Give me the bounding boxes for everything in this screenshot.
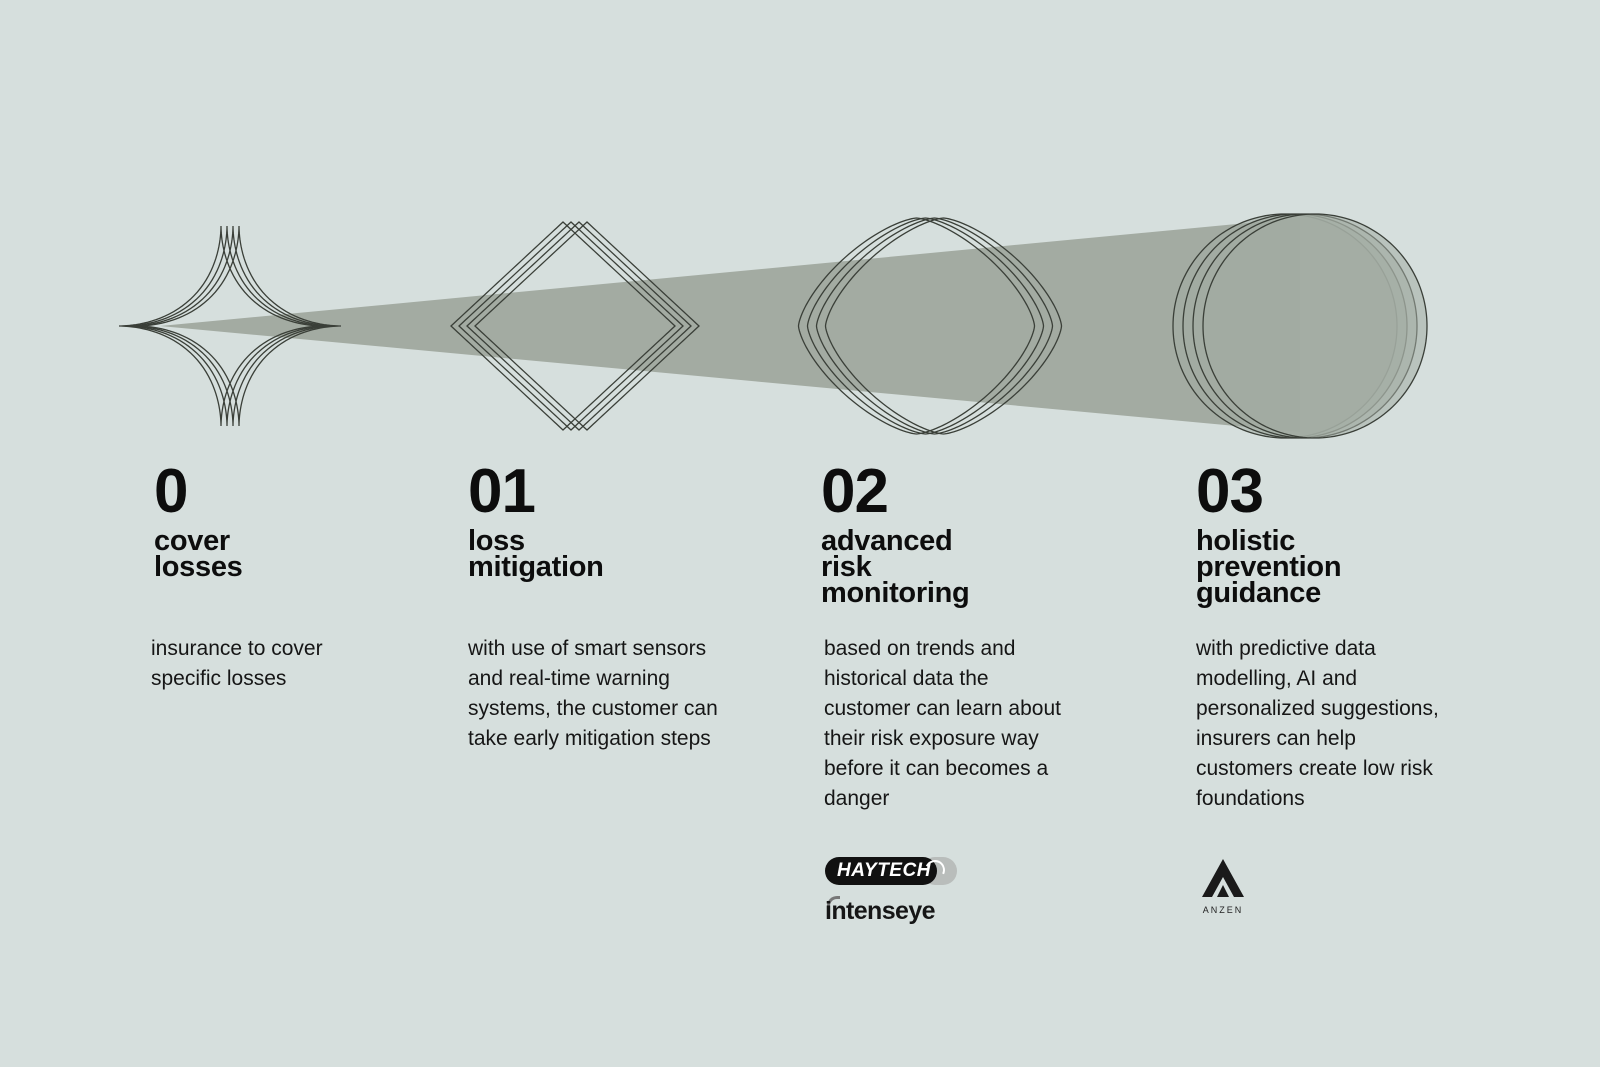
stage-01: 01 loss mitigation with use of smart sen… (468, 457, 768, 754)
haytech-wordmark: HAYTECH (825, 857, 937, 885)
anzen-wordmark: ANZEN (1202, 905, 1244, 915)
anzen-logo: ANZEN (1198, 857, 1248, 917)
stage-number: 03 (1196, 457, 1264, 526)
stage-number: 02 (821, 457, 889, 526)
stage-description: based on trends and historical data the … (824, 637, 1061, 810)
shape-outline (824, 217, 1063, 435)
stage-03: 03 holistic prevention guidance with pre… (1196, 457, 1496, 814)
stage-number: 01 (468, 457, 536, 526)
haytech-logo: HAYTECH (825, 857, 957, 885)
shape-outline (806, 217, 1045, 435)
diamond-icon (450, 221, 700, 431)
beam-shape (160, 218, 1300, 432)
stage-title: loss mitigation (468, 525, 604, 583)
shape-outline (815, 217, 1054, 435)
shape-outline (458, 221, 684, 431)
shape-group (119, 213, 1428, 439)
shape-outline (119, 226, 323, 426)
intenseye-logo: intenseye (825, 897, 936, 925)
stage-title: cover losses (154, 525, 243, 583)
stage-02: 02 advanced risk monitoring based on tre… (821, 457, 1121, 814)
shape-outline (797, 217, 1036, 435)
shape-outline (474, 221, 700, 431)
stage-description: insurance to cover specific losses (151, 637, 323, 690)
shape-outline (1202, 213, 1428, 439)
stage-0: 0 cover losses insurance to cover specif… (151, 457, 454, 694)
shape-outline (466, 221, 692, 431)
shape-outline (137, 226, 341, 426)
stage-description: with use of smart sensors and real-time … (468, 637, 718, 750)
stage-title: advanced risk monitoring (821, 525, 970, 609)
concave-star-icon (119, 226, 341, 426)
circle-icon (1172, 213, 1428, 439)
stage-description: with predictive data modelling, AI and p… (1196, 637, 1439, 810)
shape-outline (450, 221, 676, 431)
stage-title: holistic prevention guidance (1196, 525, 1342, 609)
shape-outline (125, 226, 329, 426)
shape-outline (131, 226, 335, 426)
stage-number: 0 (154, 457, 188, 526)
rounded-diamond-icon (797, 217, 1063, 435)
anzen-mark-icon (1202, 859, 1244, 897)
intenseye-mark-icon (827, 896, 840, 909)
